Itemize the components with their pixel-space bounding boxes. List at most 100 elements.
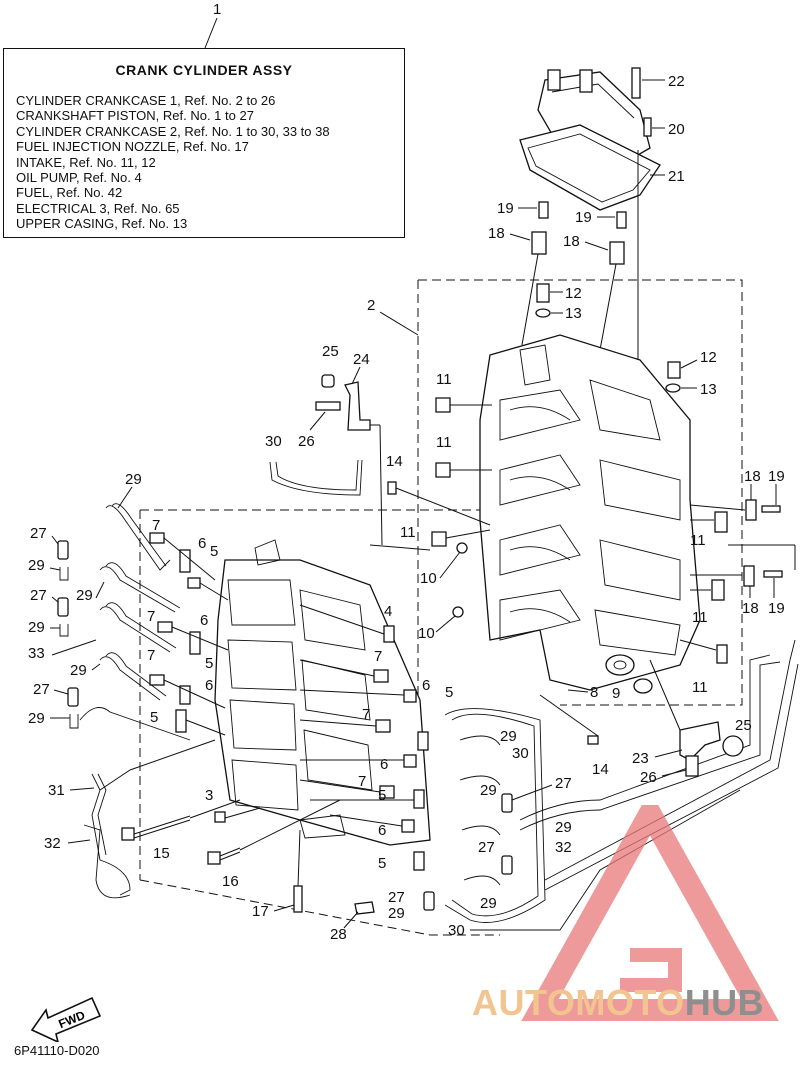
watermark-auto: AUTO xyxy=(472,982,576,1023)
callout-14-b: 14 xyxy=(592,761,609,778)
callout-18-b: 18 xyxy=(563,233,580,250)
callout-27-f: 27 xyxy=(388,889,405,906)
bracket-24 xyxy=(344,381,371,431)
callout-32-b: 32 xyxy=(555,839,572,856)
dowel-27 xyxy=(501,855,513,875)
stud-20 xyxy=(643,117,652,137)
callout-26-a: 26 xyxy=(298,433,315,450)
oring-29 xyxy=(59,624,69,637)
callout-27-d: 27 xyxy=(555,775,572,792)
callout-29-f: 29 xyxy=(480,782,497,799)
hose-29 xyxy=(99,566,176,613)
hose-29 xyxy=(105,505,171,571)
assembly-item: FUEL, Ref. No. 42 xyxy=(16,185,123,201)
callout-27-b: 27 xyxy=(30,587,47,604)
callout-5-d: 5 xyxy=(445,684,453,701)
pin-28 xyxy=(354,901,375,915)
callout-29-e: 29 xyxy=(70,662,87,679)
assembly-item: FUEL INJECTION NOZZLE, Ref. No. 17 xyxy=(16,139,249,155)
hose-29 xyxy=(99,606,171,653)
callout-4: 4 xyxy=(384,603,392,620)
bolt-26 xyxy=(315,401,341,411)
callout-11-f: 11 xyxy=(692,679,708,696)
callout-29-j: 29 xyxy=(480,895,497,912)
callout-31: 31 xyxy=(48,782,65,799)
fitting-11 xyxy=(711,579,725,601)
hose-29 xyxy=(99,656,161,701)
clip-18 xyxy=(745,499,757,521)
callout-11-a: 11 xyxy=(436,371,452,388)
callout-7-d: 7 xyxy=(374,648,382,665)
callout-21: 21 xyxy=(668,168,685,185)
dowel-27 xyxy=(67,687,79,707)
callout-29-i: 29 xyxy=(555,819,572,836)
callout-33: 33 xyxy=(28,645,45,662)
callout-29-d: 29 xyxy=(28,619,45,636)
watermark-hub: HUB xyxy=(684,982,765,1023)
bolt-12 xyxy=(536,283,550,303)
callout-25-b: 25 xyxy=(735,717,752,734)
callout-14-a: 14 xyxy=(386,453,403,470)
callout-2: 2 xyxy=(367,297,375,314)
callout-7-b: 7 xyxy=(147,608,155,625)
clip-18 xyxy=(743,565,755,587)
washer-13 xyxy=(665,383,681,393)
callout-28: 28 xyxy=(330,926,347,943)
callout-30-a: 30 xyxy=(265,433,282,450)
cylinder-crankcase-2 xyxy=(214,539,431,846)
fitting-11 xyxy=(714,511,728,533)
dowel-27 xyxy=(423,891,435,911)
bolt-19 xyxy=(761,505,781,513)
clip-18 xyxy=(609,241,625,265)
bolt-26 xyxy=(685,755,699,777)
dowel-14 xyxy=(387,481,397,495)
callout-8: 8 xyxy=(590,684,598,701)
callout-29-g: 29 xyxy=(28,710,45,727)
dowel-27 xyxy=(57,540,69,560)
callout-6-b: 6 xyxy=(200,612,208,629)
fittings-group-left xyxy=(149,532,201,733)
callout-18-d: 18 xyxy=(742,600,759,617)
bolt-22 xyxy=(631,67,641,99)
callout-1: 1 xyxy=(213,1,221,18)
callout-13-a: 13 xyxy=(565,305,582,322)
bracket-23 xyxy=(679,721,721,761)
dowel-27 xyxy=(57,597,69,617)
callout-5-e: 5 xyxy=(378,787,386,804)
callout-26-b: 26 xyxy=(640,769,657,786)
fitting-11 xyxy=(435,462,451,478)
callout-5-c: 5 xyxy=(150,709,158,726)
hose-31 xyxy=(91,773,131,896)
callout-13-b: 13 xyxy=(700,381,717,398)
callout-7-a: 7 xyxy=(152,517,160,534)
hose-32 xyxy=(83,824,131,899)
fitting-11 xyxy=(431,531,447,547)
callout-19-c: 19 xyxy=(768,468,785,485)
callout-11-d: 11 xyxy=(690,532,706,549)
bolt-19 xyxy=(538,201,549,219)
fittings-group-right xyxy=(373,669,429,871)
callout-20: 20 xyxy=(668,121,685,138)
plug-10 xyxy=(456,542,468,554)
callout-6-f: 6 xyxy=(378,822,386,839)
callout-7-c: 7 xyxy=(147,647,155,664)
bolt-12 xyxy=(667,361,681,379)
diagram-code: 6P41110-D020 xyxy=(14,1043,100,1058)
callout-6-c: 6 xyxy=(205,677,213,694)
assembly-reference-box: CRANK CYLINDER ASSY CYLINDER CRANKCASE 1… xyxy=(3,48,405,238)
bolt-25 xyxy=(722,735,744,757)
callout-9: 9 xyxy=(612,685,620,702)
watermark-text: AUTOMOTOHUB xyxy=(472,982,764,1024)
dowel-14 xyxy=(587,735,599,745)
hose-29 xyxy=(79,707,191,741)
callout-29-k: 29 xyxy=(388,905,405,922)
callout-7-f: 7 xyxy=(358,773,366,790)
callout-19-a: 19 xyxy=(497,200,514,217)
callout-5-b: 5 xyxy=(205,655,213,672)
hose-30 xyxy=(269,459,363,496)
callout-7-e: 7 xyxy=(362,706,370,723)
fitting-11 xyxy=(435,397,451,413)
callout-6-d: 6 xyxy=(422,677,430,694)
callout-29-c: 29 xyxy=(76,587,93,604)
